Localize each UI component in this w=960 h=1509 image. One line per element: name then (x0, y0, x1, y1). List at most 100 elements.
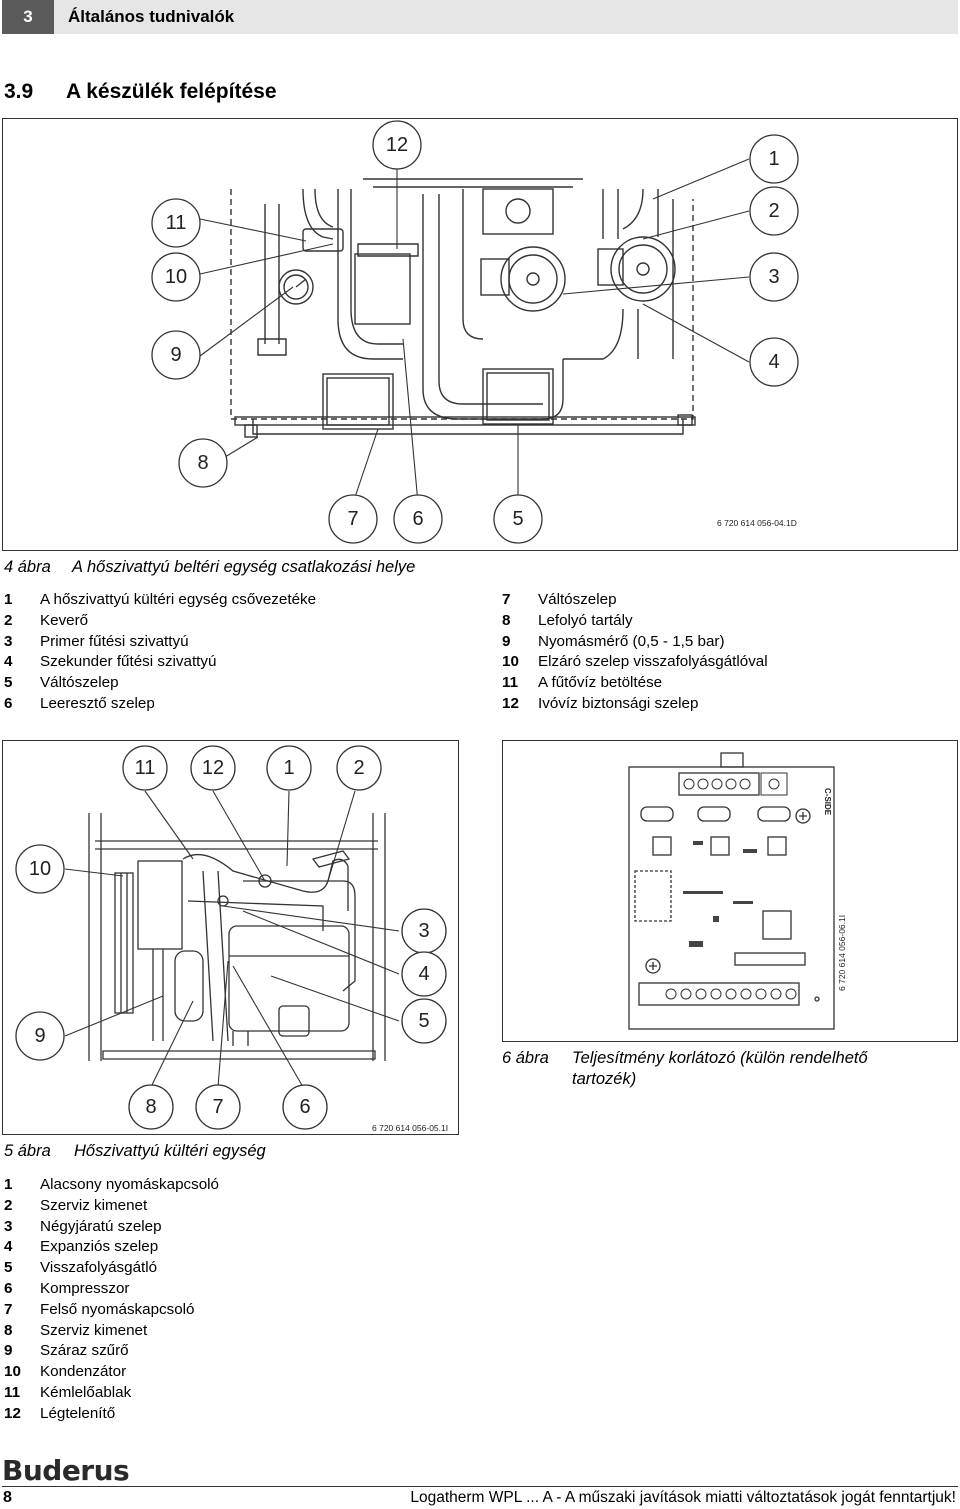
svg-text:3: 3 (418, 920, 429, 942)
callout-5: 5 (401, 998, 447, 1044)
svg-text:10: 10 (29, 858, 51, 880)
figure-6-code: 6 720 614 056-06.1I (837, 914, 847, 991)
footer-text: Logatherm WPL ... A - A műszaki javításo… (410, 1489, 956, 1506)
svg-text:5: 5 (418, 1010, 429, 1032)
callout-1: 1 (266, 745, 312, 791)
callout-2: 2 (749, 186, 799, 236)
board-label: C-SIDE (823, 788, 832, 816)
figure-4-code: 6 720 614 056-04.1D (717, 518, 797, 528)
figure-6-caption: 6 ábra Teljesítmény korlátozó (külön rend… (502, 1048, 868, 1090)
callout-3: 3 (401, 908, 447, 954)
callout-7: 7 (195, 1084, 241, 1130)
figure-6-drawing: C-SIDE (628, 752, 835, 1030)
svg-text:10: 10 (165, 266, 187, 288)
svg-text:1: 1 (768, 148, 779, 170)
svg-text:1: 1 (283, 757, 294, 779)
chapter-header: 3 Általános tudnivalók (2, 0, 958, 34)
figure-4-caption-text: A hőszivattyú beltéri egység csatlakozás… (72, 558, 416, 576)
figure-4-caption-number: 4 ábra (4, 558, 51, 576)
figure-5-code: 6 720 614 056-05.1I (372, 1123, 449, 1133)
svg-text:2: 2 (353, 757, 364, 779)
section-title: 3.9 A készülék felépítése (4, 80, 277, 104)
callout-9: 9 (151, 330, 201, 380)
callout-12: 12 (372, 120, 422, 170)
chapter-number: 3 (2, 0, 54, 34)
callout-6: 6 (393, 494, 443, 544)
callout-10: 10 (15, 844, 65, 894)
callout-10: 10 (151, 252, 201, 302)
figure-4-indoor-unit: 12 11 10 9 8 7 6 5 1 2 3 4 6 720 614 056… (2, 118, 958, 551)
svg-text:9: 9 (170, 344, 181, 366)
svg-text:5: 5 (512, 508, 523, 530)
figure-5-drawing: 11 12 1 2 10 3 4 5 9 8 7 6 (15, 745, 447, 1130)
callout-8: 8 (178, 438, 228, 488)
callout-4: 4 (749, 337, 799, 387)
figure-5-caption: 5 ábra Hőszivattyú kültéri egység (4, 1142, 266, 1161)
callout-4: 4 (401, 951, 447, 997)
figure-5-caption-text: Hőszivattyú kültéri egység (74, 1142, 266, 1160)
figure-4-drawing: 12 11 10 9 8 7 6 5 1 2 3 4 (151, 120, 799, 544)
svg-text:8: 8 (197, 452, 208, 474)
svg-text:7: 7 (212, 1096, 223, 1118)
svg-text:2: 2 (768, 200, 779, 222)
callout-11: 11 (122, 745, 168, 791)
callout-6: 6 (282, 1084, 328, 1130)
figure-4-caption: 4 ábra A hőszivattyú beltéri egység csatl… (4, 558, 415, 577)
svg-text:6: 6 (299, 1096, 310, 1118)
svg-text:12: 12 (386, 134, 408, 156)
figure-5-callouts: 11 12 1 2 10 3 4 5 9 8 7 6 (15, 745, 447, 1130)
svg-text:12: 12 (202, 757, 224, 779)
section-heading: A készülék felépítése (66, 80, 277, 103)
callout-11: 11 (151, 198, 201, 248)
page-number: 8 (3, 1489, 12, 1506)
svg-text:6: 6 (412, 508, 423, 530)
callout-12: 12 (190, 745, 236, 791)
section-number: 3.9 (4, 80, 34, 103)
callout-2: 2 (336, 745, 382, 791)
buderus-logo: Buderus (2, 1454, 130, 1487)
callout-3: 3 (749, 252, 799, 302)
figure-6-caption-line1: Teljesítmény korlátozó (külön rendelhető (572, 1049, 868, 1067)
figure-6-caption-line2: tartozék) (572, 1070, 637, 1088)
figure-6-caption-number: 6 ábra (502, 1049, 549, 1067)
chapter-title: Általános tudnivalók (68, 7, 235, 26)
callout-9: 9 (15, 1011, 65, 1061)
svg-text:3: 3 (768, 266, 779, 288)
figure-4-callouts: 12 11 10 9 8 7 6 5 1 2 3 4 (151, 120, 799, 544)
figure-5-caption-number: 5 ábra (4, 1142, 51, 1160)
svg-text:11: 11 (166, 212, 187, 234)
callout-7: 7 (328, 494, 378, 544)
footer-divider (2, 1486, 958, 1487)
callout-1: 1 (749, 134, 799, 184)
callout-5: 5 (493, 494, 543, 544)
svg-text:7: 7 (347, 508, 358, 530)
figure-6-power-limiter: C-SIDE 6 720 614 056-06.1I (502, 740, 958, 1042)
callout-8: 8 (128, 1084, 174, 1130)
svg-text:8: 8 (145, 1096, 156, 1118)
